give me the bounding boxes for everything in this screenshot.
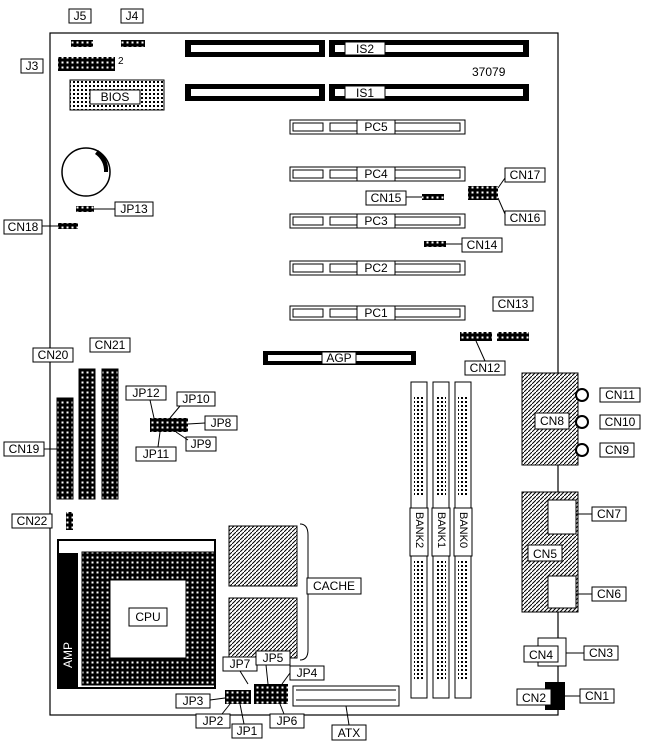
cn15-label: CN15 (371, 191, 402, 205)
cn10-jack (575, 415, 589, 429)
cpu-label: CPU (135, 610, 160, 624)
cn10-label: CN10 (605, 415, 636, 429)
jp10-label: JP10 (182, 392, 210, 406)
j4-label: J4 (126, 9, 139, 23)
cn6-label: CN6 (597, 587, 621, 601)
isa1-label: IS1 (356, 86, 374, 100)
pci-slot-1: PC1 (289, 305, 466, 321)
pci-slot-4: PC4 (289, 166, 466, 182)
cn7-label: CN7 (597, 507, 621, 521)
isa-slot-1: IS1 (185, 84, 529, 101)
pci-slot-2: PC2 (289, 260, 466, 276)
amp-label: AMP (61, 642, 75, 668)
j3-header (58, 57, 115, 71)
memory-bank-2: BANK2 (409, 381, 429, 699)
jp7-label: JP7 (230, 657, 251, 671)
jp2-label: JP2 (203, 714, 224, 728)
j4-header (121, 40, 145, 47)
cn12-header (460, 332, 492, 341)
atx-power-connector (292, 685, 400, 707)
cn13-label: CN13 (498, 297, 529, 311)
jp9-jp12-headers (150, 418, 188, 432)
cn9-label: CN9 (605, 443, 629, 457)
cn4-label: CN4 (529, 648, 553, 662)
agp-label: AGP (326, 351, 351, 365)
cn22-header (66, 512, 73, 530)
cn9-jack (575, 443, 589, 457)
pci1-label: PC1 (364, 306, 388, 320)
cn21-header (101, 368, 119, 500)
pci-slot-5: PC5 (289, 119, 466, 135)
cn18-header (58, 223, 78, 229)
jp13-header (76, 206, 94, 212)
cn1-label: CN1 (585, 689, 609, 703)
cn16-cn17-header (468, 186, 498, 200)
cn19-label: CN19 (9, 442, 40, 456)
cpu-socket: CPU AMP (57, 539, 216, 689)
atx-label: ATX (338, 726, 360, 740)
pci3-label: PC3 (364, 214, 388, 228)
cn2-label: CN2 (522, 691, 546, 705)
cn13-header (497, 332, 529, 341)
pci2-label: PC2 (364, 261, 388, 275)
cache-chip-1 (228, 525, 298, 587)
jp6-label: JP6 (277, 714, 298, 728)
jp1-label: JP1 (237, 724, 258, 738)
bank0-label: BANK0 (457, 512, 469, 548)
cache-label: CACHE (313, 579, 355, 593)
cn16-label: CN16 (510, 211, 541, 225)
cn14-label: CN14 (467, 238, 498, 252)
cn18-label: CN18 (8, 220, 39, 234)
bank2-label: BANK2 (413, 512, 425, 548)
jp3-label: JP3 (183, 694, 204, 708)
pci4-label: PC4 (364, 167, 388, 181)
cn8-label: CN8 (540, 414, 564, 428)
jp4-label: JP4 (297, 666, 318, 680)
jp12-label: JP12 (132, 386, 160, 400)
pin-mark: 2 (118, 56, 124, 67)
jp5-label: JP5 (263, 651, 284, 665)
jp9-label: JP9 (191, 437, 212, 451)
j5-label: J5 (74, 9, 87, 23)
cn22-label: CN22 (17, 514, 48, 528)
cn12-label: CN12 (470, 361, 501, 375)
cache-chip-2 (228, 597, 298, 659)
jp13-label: JP13 (120, 202, 148, 216)
agp-slot: AGP (263, 351, 416, 365)
cn11-jack (575, 388, 589, 402)
memory-bank-1: BANK1 (431, 381, 451, 699)
memory-bank-0: BANK0 (453, 381, 473, 699)
cn20-label: CN20 (38, 348, 69, 362)
cn6-port (547, 575, 577, 609)
isa-slot-2: IS2 (185, 40, 529, 57)
pci-slot-3: PC3 (289, 213, 466, 229)
jp4-jp7-headers (254, 684, 288, 704)
cn21-label: CN21 (95, 338, 126, 352)
cn19-header (56, 397, 74, 500)
cn20-header (78, 368, 96, 500)
battery (61, 147, 111, 197)
bank1-label: BANK1 (435, 512, 447, 548)
bios-label: BIOS (101, 90, 130, 104)
jp1-jp3-headers (225, 690, 251, 704)
cn3-label: CN3 (589, 646, 613, 660)
cn5-label: CN5 (533, 547, 557, 561)
jp11-label: JP11 (143, 447, 170, 461)
jp8-label: JP8 (211, 416, 232, 430)
bios-chip: BIOS (69, 79, 165, 111)
cn14-header (424, 241, 446, 247)
j3-label: J3 (26, 59, 39, 73)
board-number: 37079 (472, 65, 506, 79)
pci5-label: PC5 (364, 120, 388, 134)
cn11-label: CN11 (605, 388, 635, 402)
cn7-port (547, 499, 577, 535)
isa2-label: IS2 (356, 42, 374, 56)
cn17-label: CN17 (510, 168, 541, 182)
cn15-header (422, 194, 444, 200)
j5-header (71, 40, 93, 47)
